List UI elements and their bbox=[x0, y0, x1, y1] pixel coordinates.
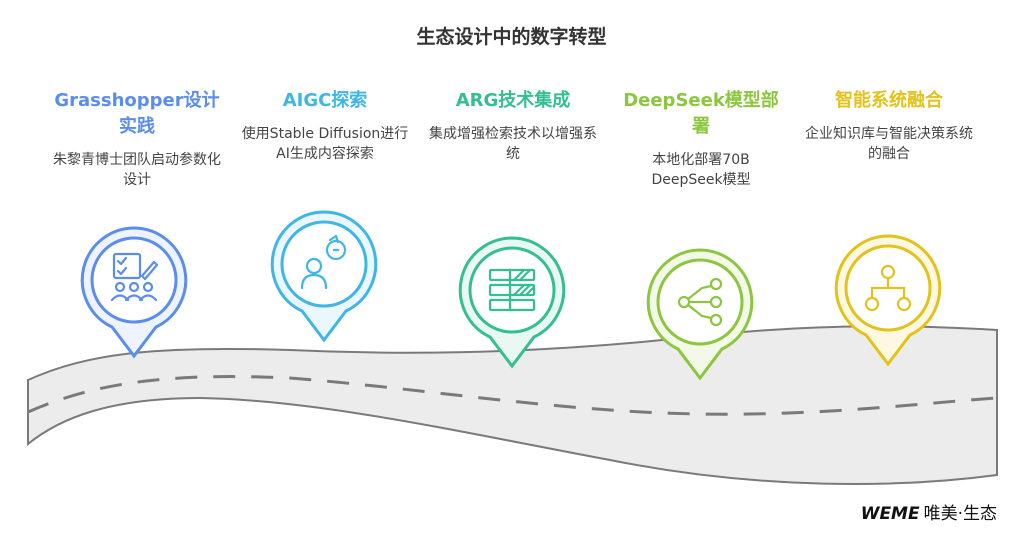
step-2-desc: 使用Stable Diffusion进行AI生成内容探索 bbox=[241, 126, 409, 162]
step-5: 智能系统融合 企业知识库与智能决策系统的融合 bbox=[804, 88, 974, 164]
step-5-title: 智能系统融合 bbox=[835, 90, 943, 111]
hierarchy-icon bbox=[864, 264, 912, 312]
pin-4 bbox=[646, 248, 754, 381]
step-2-title: AIGC探索 bbox=[282, 90, 368, 111]
brand-cn: 唯美·生态 bbox=[923, 504, 997, 524]
pin-3 bbox=[458, 236, 566, 369]
step-1-desc: 朱黎青博士团队启动参数化设计 bbox=[53, 152, 221, 188]
step-4-desc: 本地化部署70B DeepSeek模型 bbox=[651, 152, 751, 188]
ai-person-icon bbox=[300, 234, 347, 290]
pin-1 bbox=[80, 226, 188, 359]
step-4: DeepSeek模型部署 本地化部署70B DeepSeek模型 bbox=[616, 88, 786, 190]
pin-2 bbox=[270, 210, 378, 343]
step-2: AIGC探索 使用Stable Diffusion进行AI生成内容探索 bbox=[240, 88, 410, 164]
checklist-team-icon bbox=[110, 252, 159, 302]
step-3-title: ARG技术集成 bbox=[455, 90, 571, 111]
page-title: 生态设计中的数字转型 bbox=[416, 26, 607, 48]
stacked-bars-icon bbox=[488, 268, 536, 312]
step-4-title: DeepSeek模型部署 bbox=[623, 90, 779, 137]
brand-en: WEME bbox=[860, 504, 920, 524]
pin-5 bbox=[834, 234, 942, 367]
step-3: ARG技术集成 集成增强检索技术以增强系统 bbox=[428, 88, 598, 164]
step-1: Grasshopper设计实践 朱黎青博士团队启动参数化设计 bbox=[52, 88, 222, 190]
step-1-title: Grasshopper设计实践 bbox=[54, 90, 220, 137]
step-3-desc: 集成增强检索技术以增强系统 bbox=[429, 126, 597, 162]
step-5-desc: 企业知识库与智能决策系统的融合 bbox=[805, 126, 973, 162]
network-nodes-icon bbox=[677, 277, 723, 327]
